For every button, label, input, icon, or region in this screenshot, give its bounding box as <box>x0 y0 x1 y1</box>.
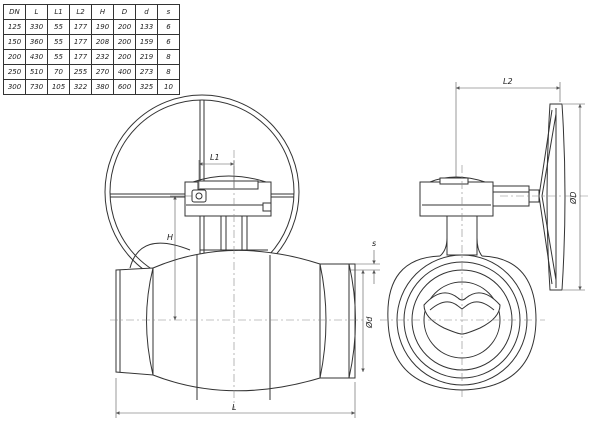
dimensions-table: DN L L1 L2 H D d s 125 330 55 177 190 20… <box>3 4 180 95</box>
gearbox <box>184 175 272 217</box>
table-cell: 6 <box>157 34 180 50</box>
valve-body <box>115 242 356 400</box>
dim-label-l2: L2 <box>503 77 513 86</box>
table-header-row: DN L L1 L2 H D d s <box>3 4 180 20</box>
table-row: 150 360 55 177 208 200 159 6 <box>3 34 180 50</box>
front-dimensions <box>115 160 380 418</box>
side-neck <box>439 214 483 257</box>
table-cell: 10 <box>157 79 180 95</box>
side-handwheel <box>538 103 566 291</box>
dim-label-s: s <box>372 239 376 248</box>
front-view <box>104 94 365 410</box>
table-row: 250 510 70 255 270 400 273 8 <box>3 64 180 80</box>
side-gearbox <box>419 176 540 217</box>
table-row: 300 730 105 322 380 600 325 10 <box>3 79 180 95</box>
dim-label-l: L <box>232 403 236 412</box>
dim-label-d-small: Ød <box>364 316 374 329</box>
dim-label-h: H <box>167 233 173 242</box>
dim-label-l1: L1 <box>210 153 220 162</box>
side-dimensions <box>455 82 585 291</box>
side-view <box>380 103 590 398</box>
dim-label-d: ØD <box>568 192 578 205</box>
